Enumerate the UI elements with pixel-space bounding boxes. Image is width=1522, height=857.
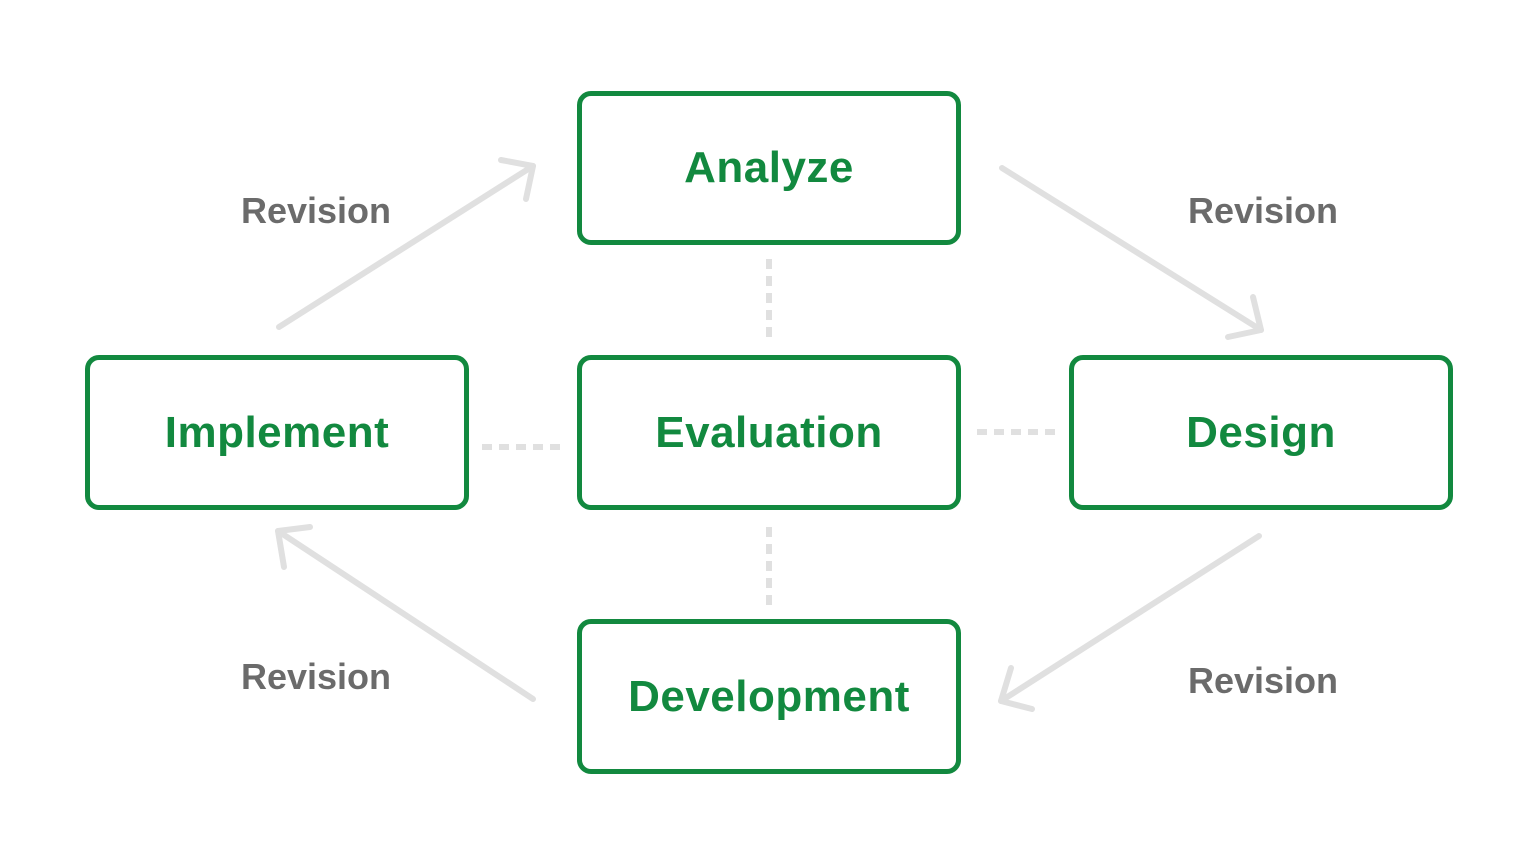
arrow-design-to-development (998, 533, 1262, 712)
implement-box: Implement (85, 355, 469, 510)
arrow-implement-to-analyze (276, 157, 536, 330)
revision-label-analyze-to-design: Revision (1187, 190, 1339, 231)
evaluation-box: Evaluation (577, 355, 961, 510)
analyze-box: Analyze (577, 91, 961, 245)
revision-label-development-to-implement: Revision (240, 656, 392, 697)
revision-label-implement-to-analyze: Revision (240, 190, 392, 231)
arrow-development-to-implement (275, 524, 536, 702)
development-label: Development (628, 671, 910, 721)
revision-label-design-to-development: Revision (1187, 660, 1339, 701)
design-box: Design (1069, 355, 1453, 510)
arrow-analyze-to-design (999, 165, 1264, 340)
development-box: Development (577, 619, 961, 774)
implement-label: Implement (164, 407, 390, 457)
design-label: Design (1186, 407, 1336, 457)
analyze-label: Analyze (684, 143, 854, 192)
evaluation-label: Evaluation (655, 407, 883, 457)
